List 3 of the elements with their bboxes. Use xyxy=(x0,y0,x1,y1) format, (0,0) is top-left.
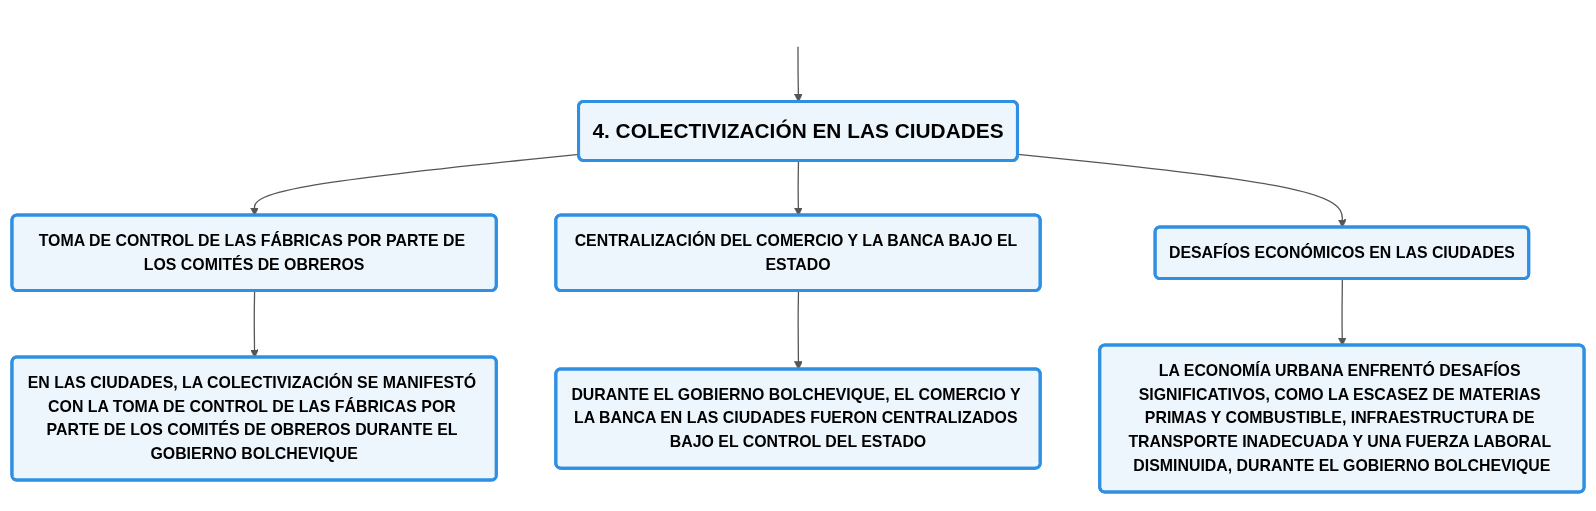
arrow xyxy=(794,160,803,216)
arrow xyxy=(250,153,580,216)
arrow xyxy=(1337,278,1347,346)
